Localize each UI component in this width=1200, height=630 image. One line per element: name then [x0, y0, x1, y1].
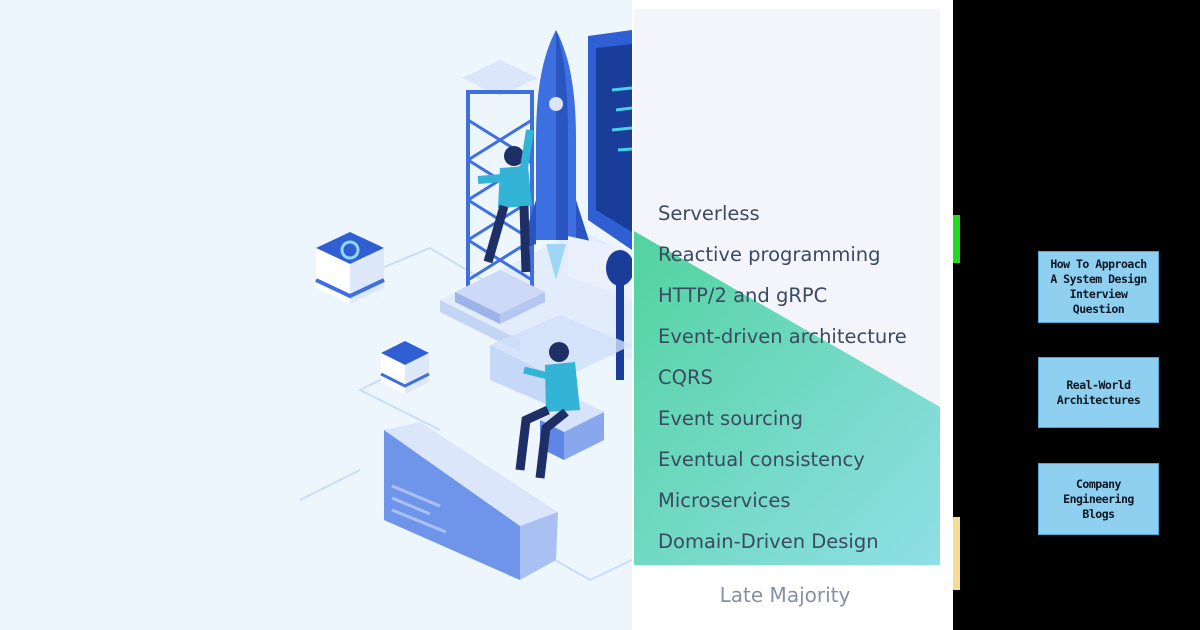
person-climbing-icon: [477, 129, 534, 273]
nav-card-company-engineering-blogs[interactable]: Company Engineering Blogs: [1038, 463, 1159, 535]
adoption-stage-label: Late Majority: [719, 583, 851, 607]
trend-item-serverless: Serverless: [658, 202, 760, 225]
nav-card-real-world-architectures[interactable]: Real-World Architectures: [1038, 357, 1159, 428]
hero-illustration: [0, 0, 632, 630]
trend-item-microservices: Microservices: [658, 489, 791, 512]
laptop-block-icon: [384, 422, 558, 580]
trend-item-domain-driven-design: Domain-Driven Design: [658, 530, 879, 553]
nav-card-label: How To Approach A System Design Intervie…: [1050, 257, 1147, 316]
nav-card-label: Real-World Architectures: [1056, 377, 1141, 407]
monitor-icon: [568, 30, 632, 380]
edge-marker-yellow: [953, 517, 960, 590]
trend-item-reactive-programming: Reactive programming: [658, 243, 881, 266]
trend-panel: Serverless Reactive programming HTTP/2 a…: [632, 0, 953, 630]
trend-list: Serverless Reactive programming HTTP/2 a…: [658, 193, 907, 562]
card-gradient: [634, 231, 940, 565]
gear-cube-icon: [315, 232, 385, 304]
trend-item-http2-grpc: HTTP/2 and gRPC: [658, 284, 828, 307]
trend-item-event-driven-architecture: Event-driven architecture: [658, 325, 907, 348]
trend-card: Serverless Reactive programming HTTP/2 a…: [634, 9, 940, 565]
rocket-icon: [520, 30, 592, 280]
code-cube-icon: [380, 341, 430, 394]
person-sitting-icon: [515, 342, 580, 479]
trend-item-cqrs: CQRS: [658, 366, 713, 389]
nav-card-system-design-interview[interactable]: How To Approach A System Design Intervie…: [1038, 251, 1159, 323]
trend-item-event-sourcing: Event sourcing: [658, 407, 803, 430]
edge-marker-green: [953, 215, 960, 263]
trend-item-eventual-consistency: Eventual consistency: [658, 448, 865, 471]
nav-card-label: Company Engineering Blogs: [1063, 476, 1134, 521]
